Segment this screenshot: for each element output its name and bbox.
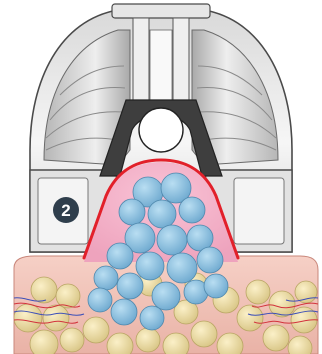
central-spine-right — [173, 18, 189, 106]
step-badge: 2 — [53, 197, 79, 223]
central-spine-left — [133, 18, 149, 106]
top-rail — [112, 4, 210, 18]
central-spine-core — [150, 30, 172, 100]
vacuum-port — [139, 108, 183, 152]
side-window-right — [234, 178, 284, 244]
step-badge-number: 2 — [61, 201, 70, 220]
